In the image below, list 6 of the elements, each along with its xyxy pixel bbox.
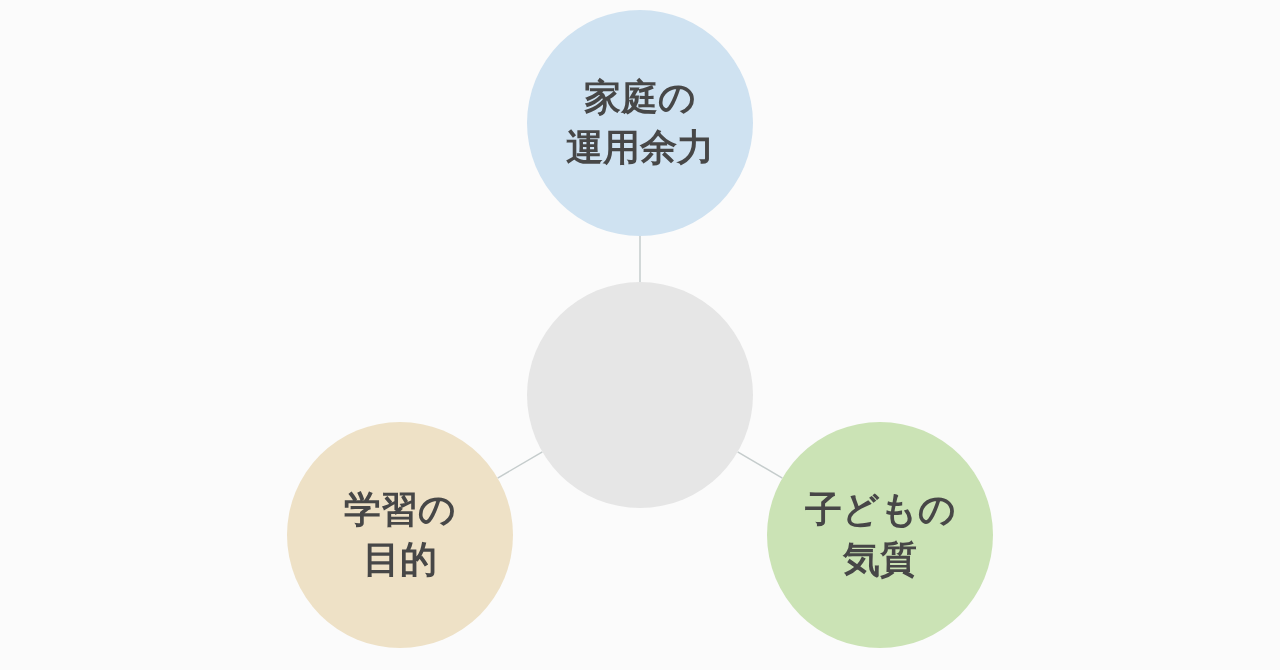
connector-line: [496, 451, 544, 479]
connector-line: [639, 235, 641, 283]
topic-label: 学習の目的: [343, 487, 457, 583]
topic-label: 家庭の運用余力: [565, 75, 715, 171]
connector-line: [736, 451, 784, 479]
topic-label: 子どもの気質: [803, 487, 957, 583]
